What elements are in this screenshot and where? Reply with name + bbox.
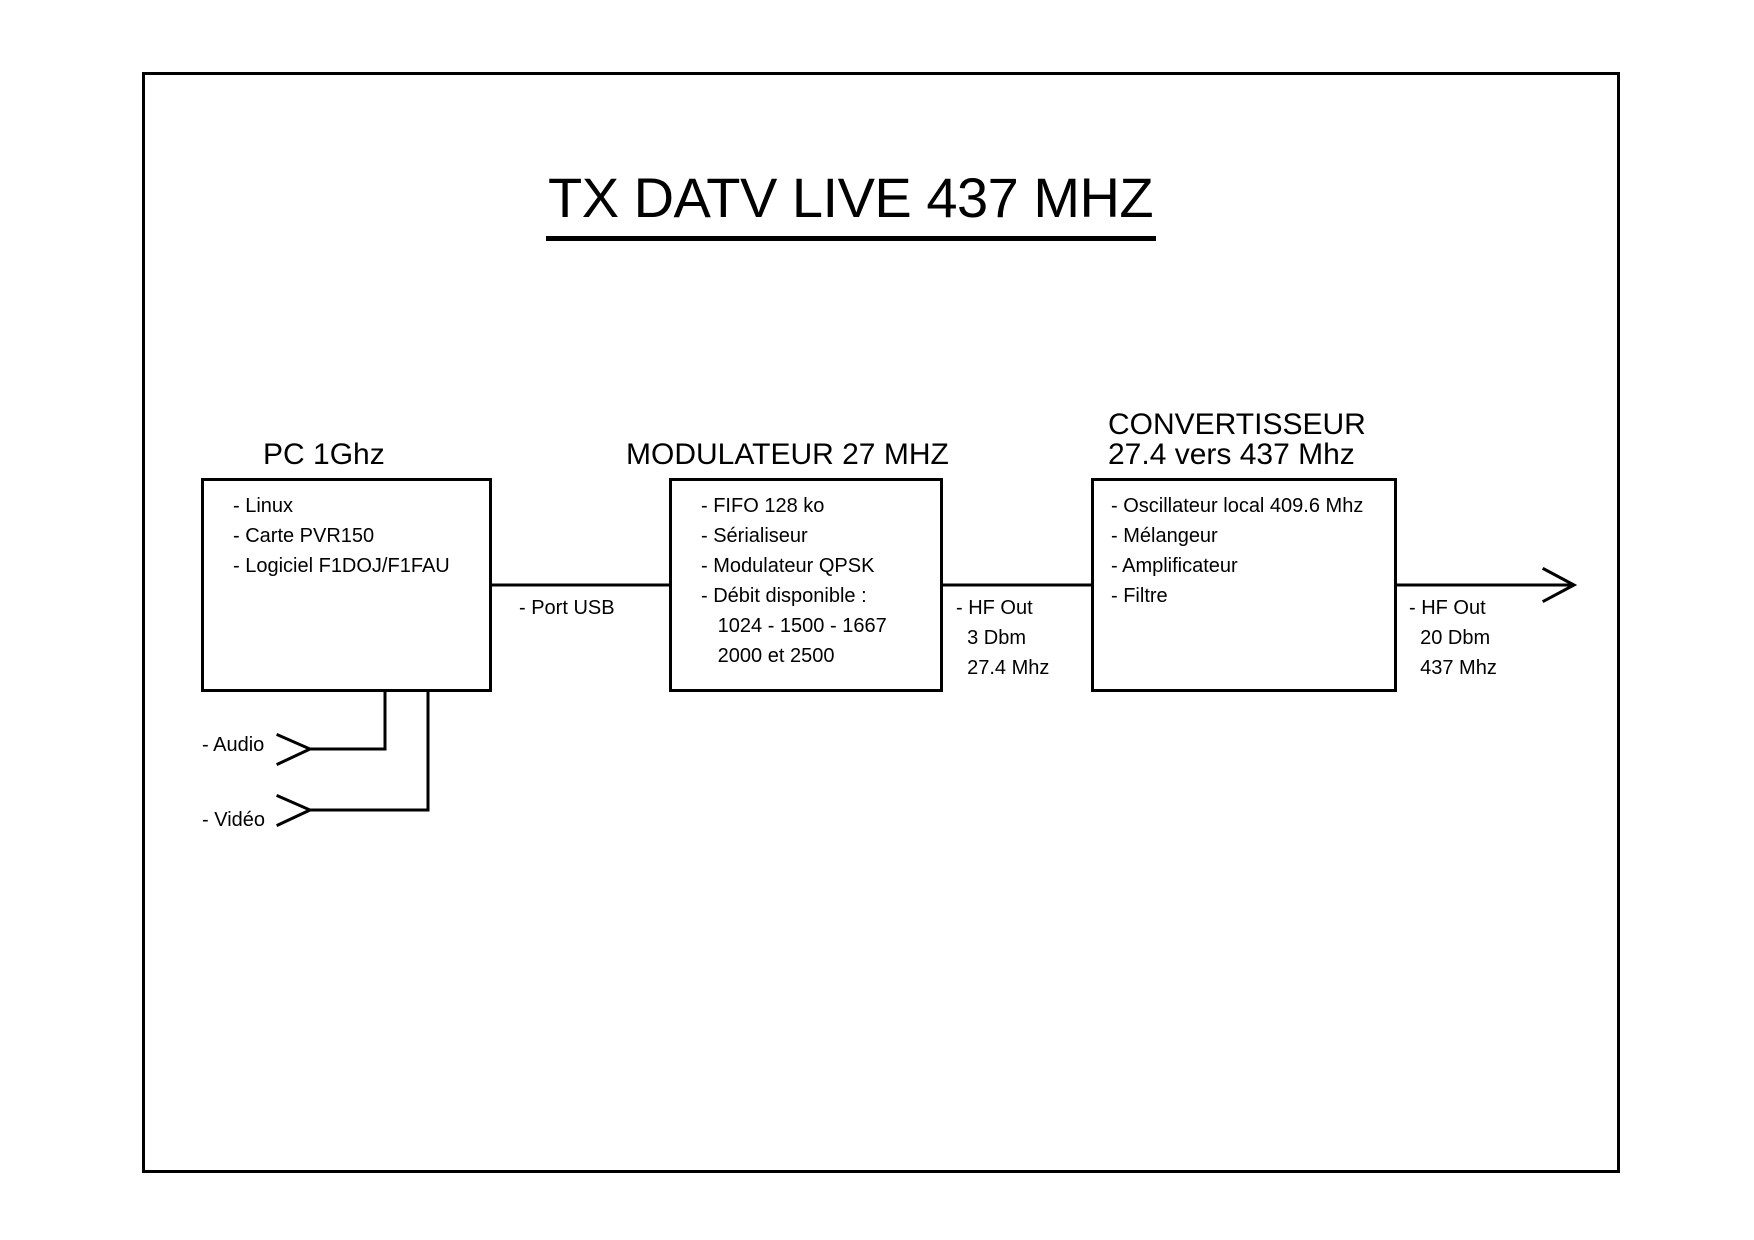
modulator-item: 2000 et 2500	[701, 645, 835, 667]
audio-input-label: - Audio	[202, 734, 265, 756]
converter-item: - Filtre	[1111, 585, 1168, 607]
mod-output-label-line: 3 Dbm	[956, 627, 1027, 649]
title-underline	[546, 236, 1156, 241]
modulator-item: - Modulateur QPSK	[701, 555, 875, 577]
diagram-title: TX DATV LIVE 437 MHZ	[548, 166, 1154, 229]
converter-items: - Oscillateur local 409.6 Mhz - Mélangeu…	[1111, 491, 1394, 611]
pc-item: - Linux	[233, 495, 294, 517]
converter-item: - Oscillateur local 409.6 Mhz	[1111, 495, 1364, 517]
modulator-items: - FIFO 128 ko - Sérialiseur - Modulateur…	[701, 491, 940, 671]
mod-output-label-line: 27.4 Mhz	[956, 657, 1050, 679]
usb-link-label: - Port USB	[519, 597, 615, 619]
pc-items: - Linux - Carte PVR150 - Logiciel F1DOJ/…	[233, 491, 489, 581]
converter-item: - Amplificateur	[1111, 555, 1238, 577]
modulator-block-title: MODULATEUR 27 MHZ	[626, 438, 949, 471]
pc-item: - Carte PVR150	[233, 525, 375, 547]
video-connector-icon	[276, 794, 314, 827]
audio-wire	[308, 690, 387, 751]
video-wire	[308, 690, 430, 812]
modulator-item: - FIFO 128 ko	[701, 495, 825, 517]
pc-block: - Linux - Carte PVR150 - Logiciel F1DOJ/…	[201, 478, 492, 692]
rf-output-arrow-icon	[1541, 566, 1578, 604]
pc-block-title: PC 1Ghz	[263, 438, 385, 471]
converter-block: - Oscillateur local 409.6 Mhz - Mélangeu…	[1091, 478, 1397, 692]
rf-output-label-line: - HF Out	[1409, 597, 1486, 619]
modulator-item: - Débit disponible :	[701, 585, 867, 607]
video-input-label: - Vidéo	[202, 809, 266, 831]
modulator-item: - Sérialiseur	[701, 525, 808, 547]
drawing-frame	[142, 72, 1620, 1173]
pc-item: - Logiciel F1DOJ/F1FAU	[233, 555, 450, 577]
rf-output-label-line: 20 Dbm	[1409, 627, 1491, 649]
converter-block-title-line1: CONVERTISSEUR	[1108, 408, 1366, 441]
rf-output-label-line: 437 Mhz	[1409, 657, 1497, 679]
modulator-block: - FIFO 128 ko - Sérialiseur - Modulateur…	[669, 478, 943, 692]
modulator-item: 1024 - 1500 - 1667	[701, 615, 887, 637]
mod-output-label-line: - HF Out	[956, 597, 1033, 619]
converter-block-title-line2: 27.4 vers 437 Mhz	[1108, 438, 1355, 471]
converter-item: - Mélangeur	[1111, 525, 1218, 547]
audio-connector-icon	[276, 733, 314, 766]
